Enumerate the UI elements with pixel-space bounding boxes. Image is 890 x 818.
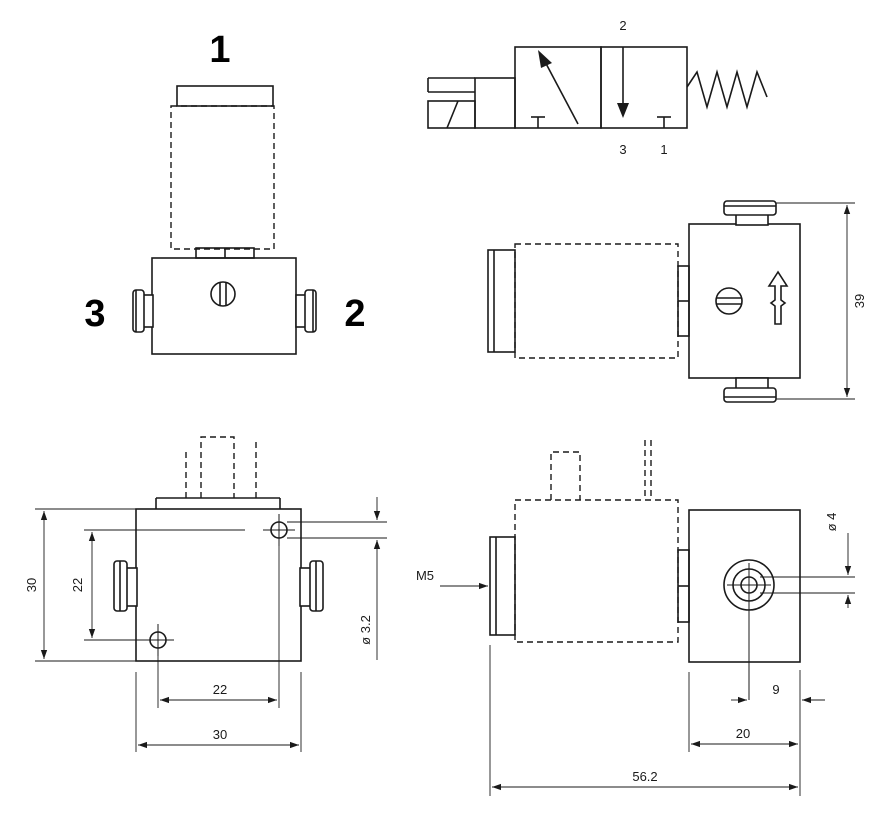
top-view: 39 (487, 200, 867, 403)
fitting-mount-right (299, 560, 324, 612)
dim-30-horizontal-label: 30 (213, 727, 227, 742)
coil-housing (170, 105, 275, 250)
coil-cap-side (487, 249, 516, 353)
symbol-port-3: 3 (619, 142, 626, 157)
dim-port-offset-label: 9 (772, 682, 779, 697)
port-3-label: 3 (84, 293, 105, 335)
port-1-label: 1 (209, 29, 230, 71)
side-view: M5 ø 4 9 20 56.2 (416, 440, 855, 796)
valve-symbol-square-right (600, 46, 688, 129)
screw-icon (210, 281, 236, 307)
fitting-top (723, 200, 777, 226)
dim-thread-label: M5 (416, 568, 434, 583)
dim-22-horizontal-label: 22 (213, 682, 227, 697)
mounting-view: 30 22 ø 3.2 22 30 (24, 436, 387, 752)
front-view: 1 3 2 (84, 29, 366, 355)
fitting-left (132, 289, 154, 333)
coil-cap (176, 85, 274, 107)
dim-22-vertical-label: 22 (70, 578, 85, 592)
coil-housing-bottom (514, 499, 679, 643)
coil-housing-side (514, 243, 679, 359)
dim-30-vertical-label: 30 (24, 578, 39, 592)
dim-port-dia-label: ø 4 (824, 513, 839, 532)
fitting-mount-left (113, 560, 138, 612)
valve-body-side (688, 509, 801, 663)
dim-hole-dia-label: ø 3.2 (358, 615, 373, 645)
symbol-port-1: 1 (660, 142, 667, 157)
spring-icon (686, 69, 768, 110)
flow-direction-icon (767, 270, 789, 325)
valve-body-mount (135, 508, 302, 662)
symbol-port-2: 2 (619, 18, 626, 33)
coil-cap-m5 (489, 536, 516, 636)
dim-body-width-label: 20 (736, 726, 750, 741)
screw-icon-top (715, 287, 743, 315)
dim-total-length-label: 56.2 (632, 769, 657, 784)
fitting-right (295, 289, 317, 333)
fitting-bottom (723, 377, 777, 403)
pneumatic-symbol: 2 3 1 (427, 18, 768, 157)
dim-39-label: 39 (852, 294, 867, 308)
port-2-label: 2 (344, 293, 365, 335)
